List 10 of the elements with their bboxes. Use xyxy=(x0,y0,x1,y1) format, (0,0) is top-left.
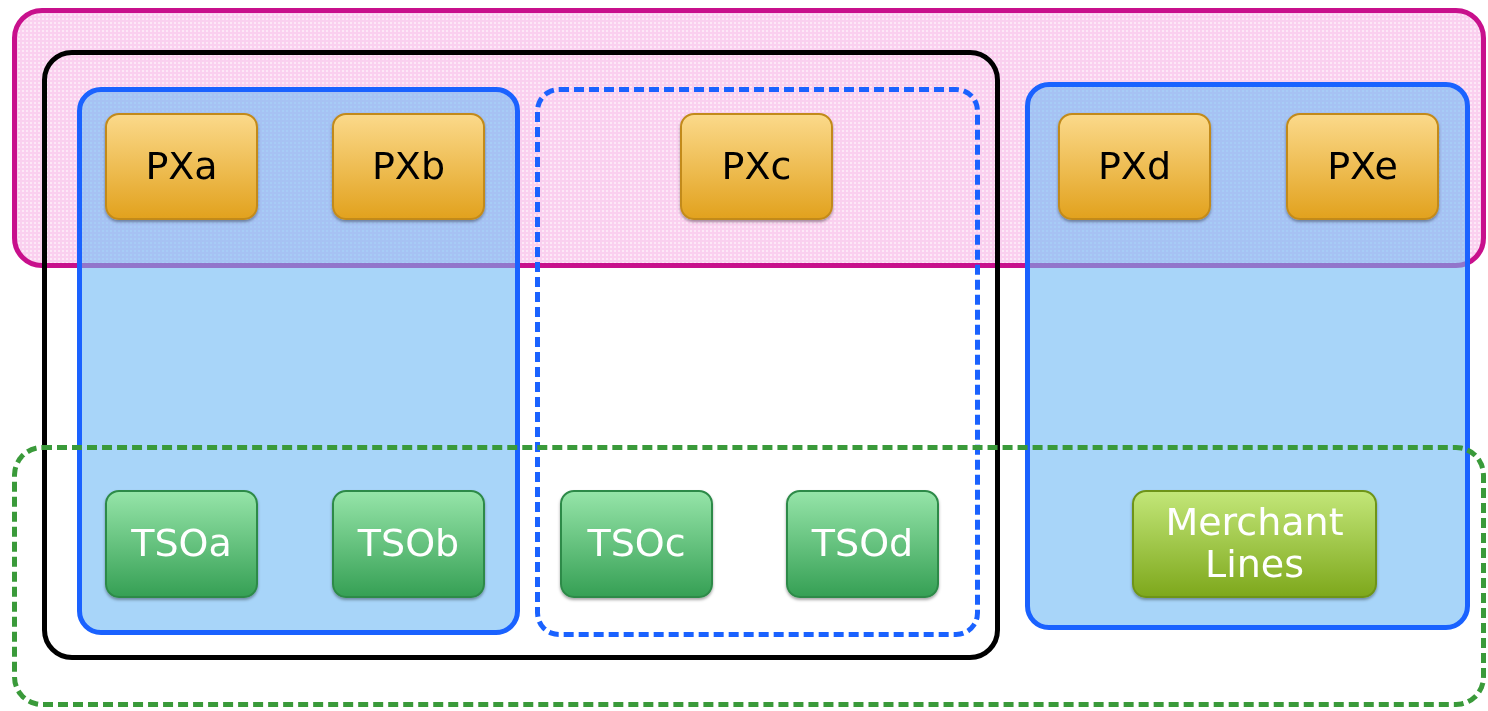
node-label: PXb xyxy=(332,113,485,220)
node-label: TSOb xyxy=(332,490,485,598)
node-label: TSOa xyxy=(105,490,258,598)
node-label: PXc xyxy=(680,113,833,220)
node-label: Merchant Lines xyxy=(1132,490,1377,598)
node-label: PXa xyxy=(105,113,258,220)
node-label: TSOd xyxy=(786,490,939,598)
node-label: TSOc xyxy=(560,490,713,598)
node-label: PXd xyxy=(1058,113,1211,220)
node-label: PXe xyxy=(1286,113,1439,220)
